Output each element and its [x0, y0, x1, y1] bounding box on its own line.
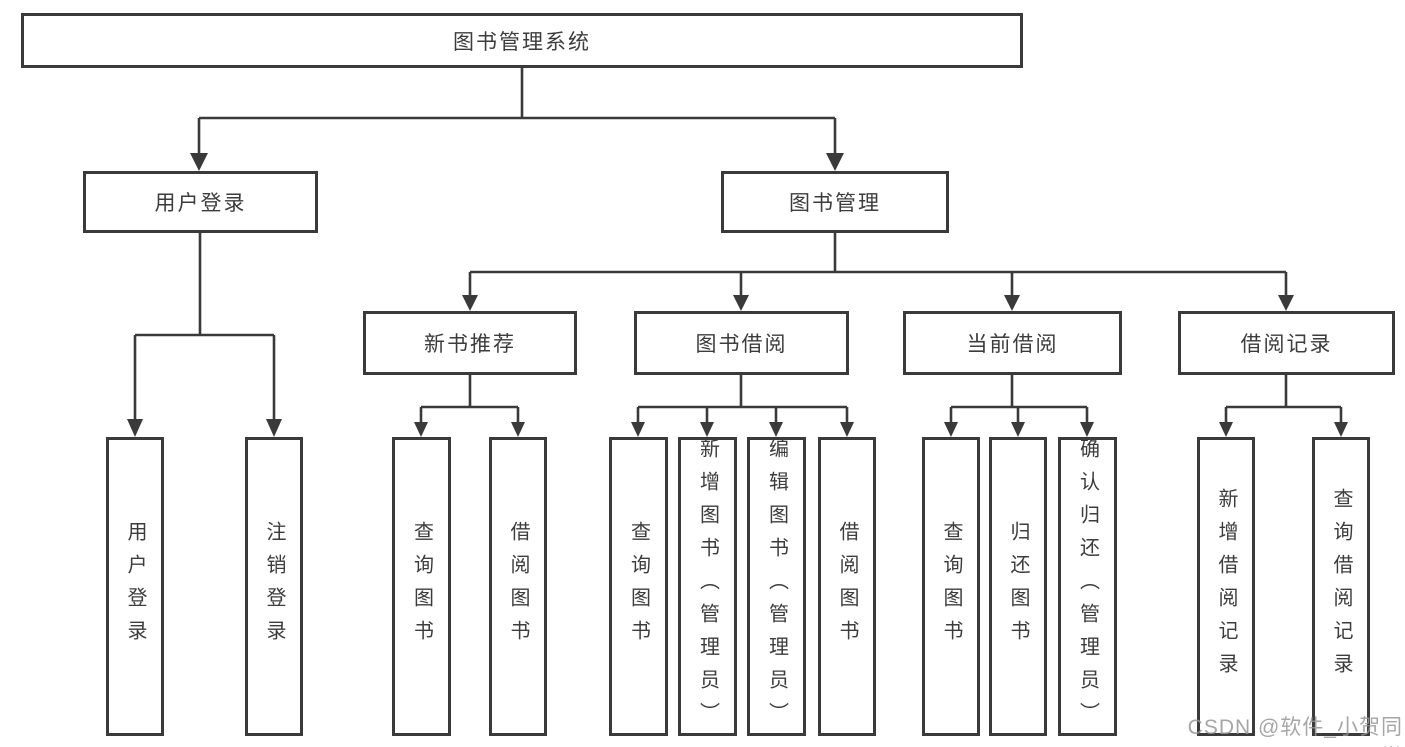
- node-borrowing-records: 借阅记录: [1178, 311, 1395, 375]
- node-label: 查询图书: [940, 520, 962, 653]
- node-label: 查询借阅记录: [1330, 487, 1352, 686]
- node-label: 借阅图书: [507, 520, 529, 653]
- node-leaf-query-books-recommend: 查询图书: [392, 437, 451, 736]
- node-label: 用户登录: [154, 192, 247, 215]
- node-leaf-query-books-borrowing: 查询图书: [609, 437, 668, 736]
- node-current-borrowing: 当前借阅: [903, 311, 1122, 375]
- node-leaf-user-login: 用户登录: [106, 437, 164, 736]
- node-label: 借阅图书: [836, 520, 858, 653]
- node-leaf-query-books-current: 查询图书: [922, 437, 980, 736]
- node-label: 图书借阅: [695, 333, 788, 356]
- node-leaf-edit-books-admin: 编辑图书（管理员）: [747, 437, 806, 736]
- node-label: 图书管理系统: [453, 30, 591, 54]
- node-leaf-query-borrow-record: 查询借阅记录: [1312, 437, 1370, 736]
- node-label: 编辑图书（管理员）: [765, 438, 788, 735]
- node-label: 新增借阅记录: [1215, 487, 1237, 686]
- node-label: 确认归还（管理员）: [1076, 438, 1099, 735]
- node-leaf-add-borrow-record: 新增借阅记录: [1197, 437, 1255, 736]
- node-label: 查询图书: [410, 520, 433, 653]
- node-label: 注销登录: [263, 520, 285, 653]
- node-new-book-recommendation: 新书推荐: [363, 311, 577, 375]
- node-book-borrowing: 图书借阅: [634, 311, 849, 375]
- node-label: 归还图书: [1007, 520, 1029, 653]
- node-leaf-logout: 注销登录: [245, 437, 303, 736]
- node-leaf-return-books: 归还图书: [989, 437, 1047, 736]
- node-book-management: 图书管理: [721, 171, 949, 233]
- node-leaf-borrow-books: 借阅图书: [818, 437, 876, 736]
- node-leaf-add-books-admin: 新增图书（管理员）: [678, 437, 737, 736]
- node-label: 当前借阅: [966, 333, 1059, 356]
- node-label: 图书管理: [789, 192, 881, 215]
- node-label: 新增图书（管理员）: [696, 438, 719, 735]
- node-user-login: 用户登录: [83, 171, 318, 233]
- node-label: 新书推荐: [424, 333, 516, 356]
- node-leaf-borrow-books-recommend: 借阅图书: [489, 437, 547, 736]
- node-label: 借阅记录: [1240, 333, 1333, 356]
- node-root-library-system: 图书管理系统: [21, 13, 1023, 68]
- node-label: 查询图书: [627, 520, 650, 653]
- node-label: 用户登录: [124, 520, 146, 653]
- node-leaf-confirm-return-admin: 确认归还（管理员）: [1058, 437, 1117, 736]
